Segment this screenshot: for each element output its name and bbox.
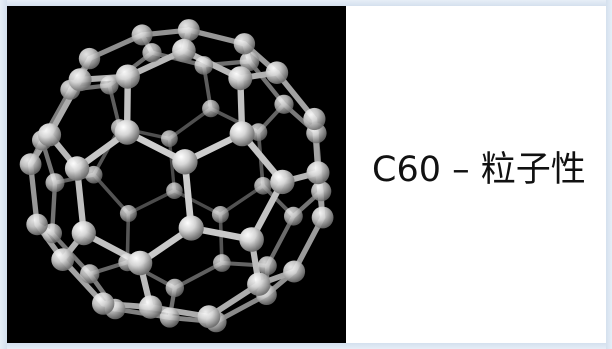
carbon-atom <box>228 66 253 91</box>
left-border-strip <box>0 0 7 349</box>
fullerene-model <box>19 19 334 333</box>
carbon-atom <box>80 264 100 284</box>
carbon-atom <box>254 177 272 195</box>
carbon-atom <box>68 68 92 92</box>
carbon-atom <box>265 61 289 84</box>
carbon-atom <box>178 215 204 241</box>
carbon-atom <box>165 278 184 298</box>
bottom-border-strip <box>0 343 612 349</box>
carbon-atom <box>159 307 180 328</box>
carbon-atom <box>194 56 214 75</box>
carbon-atom <box>239 51 260 72</box>
molecule-bond <box>126 188 177 216</box>
carbon-atom <box>37 123 62 147</box>
carbon-atom <box>71 221 96 246</box>
carbon-atom <box>229 121 255 147</box>
right-border-strip <box>606 0 612 349</box>
carbon-atom <box>45 173 65 193</box>
carbon-atom <box>64 156 90 181</box>
slide-caption: C60 – 粒子性 <box>372 150 586 190</box>
c60-molecule-image <box>7 6 346 343</box>
carbon-atom <box>114 119 140 145</box>
carbon-atom <box>26 213 48 236</box>
molecule-bond <box>172 188 223 217</box>
carbon-atom <box>78 47 101 70</box>
carbon-atom <box>119 205 137 222</box>
carbon-atom <box>303 107 326 131</box>
carbon-atom <box>239 227 264 252</box>
molecule-atoms <box>19 19 334 333</box>
carbon-atom <box>142 43 162 63</box>
carbon-atom <box>19 153 42 176</box>
carbon-atom <box>166 182 183 199</box>
carbon-atom <box>127 250 153 276</box>
carbon-atom <box>92 292 115 315</box>
carbon-atom <box>177 19 200 42</box>
carbon-atom <box>306 161 330 185</box>
carbon-atom <box>283 260 306 283</box>
carbon-atom <box>257 256 277 276</box>
top-border-strip <box>0 0 612 6</box>
carbon-atom <box>233 33 256 55</box>
carbon-atom <box>213 254 231 272</box>
carbon-atom <box>202 99 220 118</box>
molecule-bond <box>167 136 177 193</box>
carbon-atom <box>284 206 303 226</box>
carbon-atom <box>51 248 75 271</box>
carbon-atom <box>274 94 294 114</box>
carbon-atom <box>211 206 229 223</box>
carbon-atom <box>197 305 221 329</box>
carbon-atom <box>161 130 178 147</box>
carbon-atom <box>131 24 153 46</box>
carbon-atom <box>311 206 334 229</box>
carbon-atom <box>84 165 103 184</box>
carbon-atom <box>311 181 332 202</box>
carbon-atom <box>172 149 198 175</box>
carbon-atom <box>138 295 163 319</box>
carbon-atom <box>115 64 140 89</box>
carbon-atom <box>172 38 196 63</box>
carbon-atom <box>247 272 271 296</box>
carbon-atom <box>270 169 295 195</box>
carbon-atom <box>100 75 119 95</box>
